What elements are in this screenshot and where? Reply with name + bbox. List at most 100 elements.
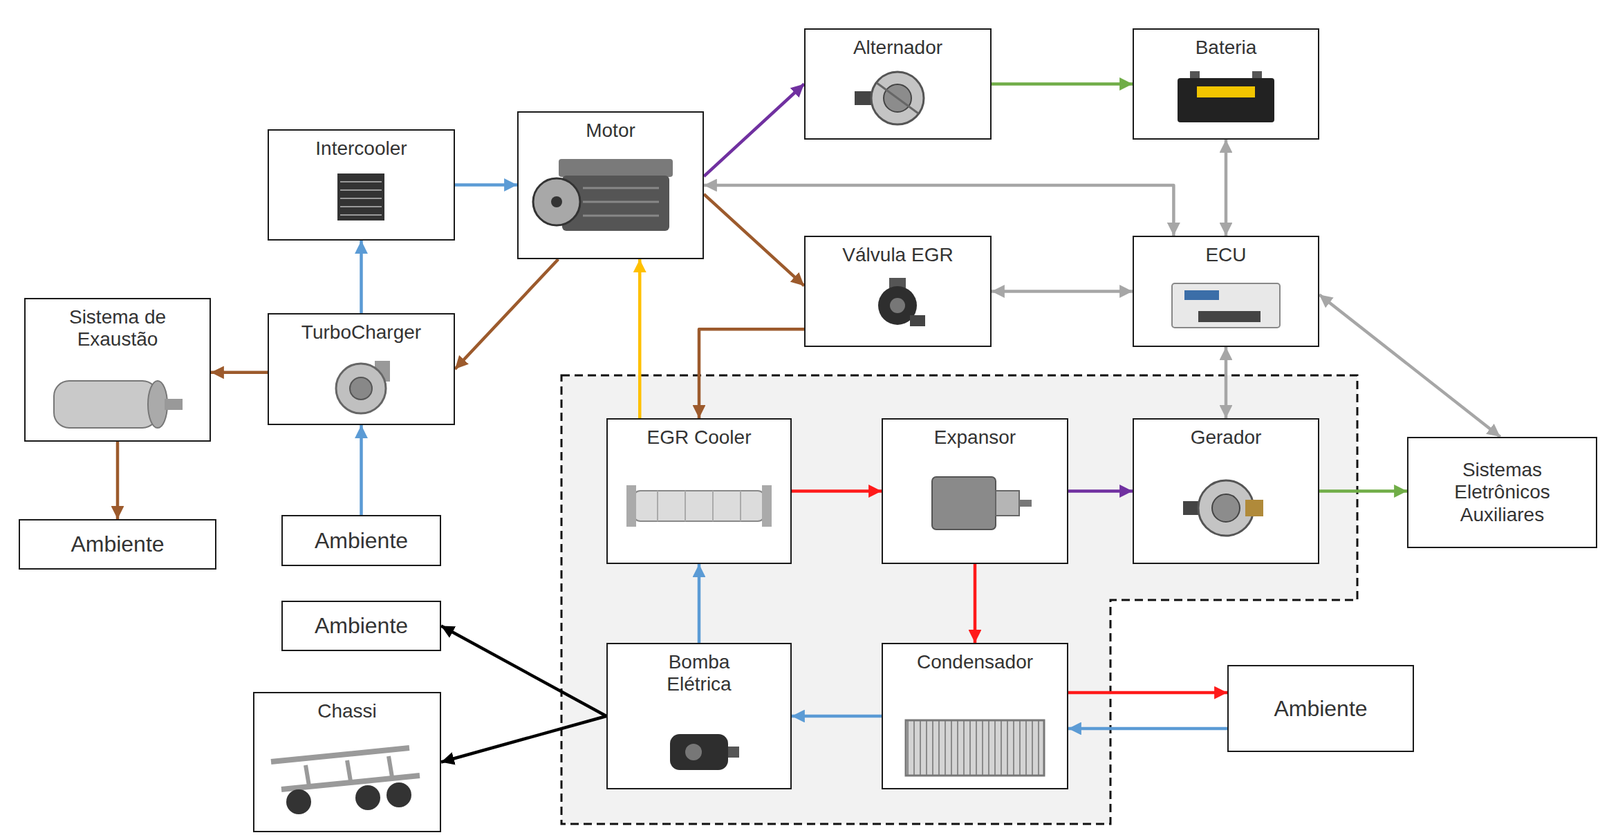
node-label: Sistema de Exaustão <box>48 306 187 351</box>
flow-arrow <box>1224 347 1229 419</box>
engine-head <box>558 159 673 178</box>
component-box: Alternador <box>804 28 992 140</box>
expander-shaft <box>1019 499 1032 507</box>
component-box: Válvula EGR <box>804 235 992 348</box>
node-label: Ambiente <box>1273 696 1367 722</box>
alternator-body <box>871 71 924 125</box>
battery-label <box>1196 86 1255 98</box>
flow-arrow <box>703 84 805 178</box>
component-box: EGR Cooler <box>606 418 792 565</box>
chassis-rails <box>271 748 420 790</box>
intercooler-core <box>337 173 385 221</box>
flow-arrow <box>1319 294 1501 437</box>
egr-cooler-icon <box>626 485 772 527</box>
intercooler-fins <box>340 181 382 216</box>
component-box: Condensador <box>881 643 1069 790</box>
flow-arrow <box>1068 727 1228 731</box>
flow-arrow <box>1319 489 1408 493</box>
component-box: Ambiente <box>281 600 442 652</box>
node-label: EGR Cooler <box>647 426 752 449</box>
flow-arrow <box>791 714 882 719</box>
flow-arrow <box>638 259 642 419</box>
node-label: Motor <box>585 119 636 142</box>
ecu-label <box>1184 290 1220 301</box>
flow-arrow <box>359 425 364 516</box>
engine-fan <box>533 178 581 226</box>
flow-arrow <box>1224 139 1229 236</box>
alternator-rib <box>876 82 919 114</box>
component-box: Expansor <box>881 418 1069 565</box>
flow-arrow <box>116 441 120 520</box>
cooler-flange <box>626 485 637 527</box>
pulley <box>1183 501 1200 516</box>
egr-valve-icon <box>878 277 926 327</box>
pump-icon <box>670 734 740 771</box>
pump-body <box>670 734 729 771</box>
engine-block <box>562 175 670 231</box>
exhaust-end <box>147 380 168 429</box>
component-box: Ambiente <box>1227 665 1415 753</box>
generator-core <box>1212 494 1240 523</box>
expander-body <box>932 477 996 530</box>
chassis-wheel <box>286 789 312 815</box>
cooler-shell <box>633 490 765 522</box>
battery-icon <box>1177 71 1275 123</box>
node-label: Chassi <box>317 700 377 723</box>
flow-arrow <box>973 564 978 644</box>
component-box: Gerador <box>1132 418 1320 565</box>
condenser-icon <box>905 720 1045 776</box>
flow-arrow <box>791 489 882 493</box>
component-box: TurboCharger <box>267 313 455 426</box>
node-label: ECU <box>1205 244 1246 267</box>
valve-body <box>878 286 917 325</box>
chassis-icon <box>271 748 420 815</box>
chassis-wheel <box>355 785 381 811</box>
turbo-inlet <box>349 377 372 400</box>
exhaust-icon <box>53 380 183 429</box>
flow-arrow <box>441 626 607 718</box>
battery-body <box>1177 78 1275 123</box>
flow-arrow <box>697 564 702 644</box>
ecu-case <box>1171 283 1280 328</box>
ecu-icon <box>1171 283 1280 328</box>
flow-arrow <box>703 185 1174 236</box>
engine-hub <box>551 196 563 208</box>
node-label: Ambiente <box>314 528 408 554</box>
component-box: Bomba Elétrica <box>606 643 792 790</box>
generator-terminal <box>1245 499 1264 517</box>
node-label: Expansor <box>934 426 1016 449</box>
valve-port <box>889 298 906 314</box>
engine-icon <box>533 159 673 231</box>
node-label: Válvula EGR <box>842 244 953 267</box>
node-label: Condensador <box>916 651 1034 674</box>
flow-arrow <box>991 82 1133 86</box>
generator-body <box>1198 480 1254 536</box>
exhaust-pipe <box>164 398 183 411</box>
flow-arrow <box>454 183 518 187</box>
component-box: Ambiente <box>281 515 442 567</box>
node-label: Ambiente <box>314 613 408 639</box>
node-label: Alternador <box>853 36 943 59</box>
node-label: Bateria <box>1195 36 1258 59</box>
cooler-flange <box>761 485 772 527</box>
orc-region <box>561 375 1358 825</box>
exhaust-body <box>53 380 158 429</box>
flow-arrow <box>441 716 607 763</box>
chassis-wheel <box>386 782 412 808</box>
flow-arrow <box>454 259 558 370</box>
node-label: Bomba Elétrica <box>636 651 762 696</box>
node-label: Gerador <box>1190 426 1262 449</box>
component-box: Bateria <box>1132 28 1320 140</box>
generator-icon <box>1183 480 1264 536</box>
pump-port <box>685 743 702 761</box>
turbo-icon <box>336 360 390 414</box>
component-box: Intercooler <box>267 129 455 241</box>
flow-arrow <box>991 289 1133 294</box>
valve-connector <box>909 315 926 327</box>
turbo-outlet <box>374 360 390 382</box>
alternator-core <box>883 84 912 113</box>
pulley <box>854 91 872 106</box>
battery-terminal <box>1189 71 1200 79</box>
flow-arrow <box>703 194 805 287</box>
